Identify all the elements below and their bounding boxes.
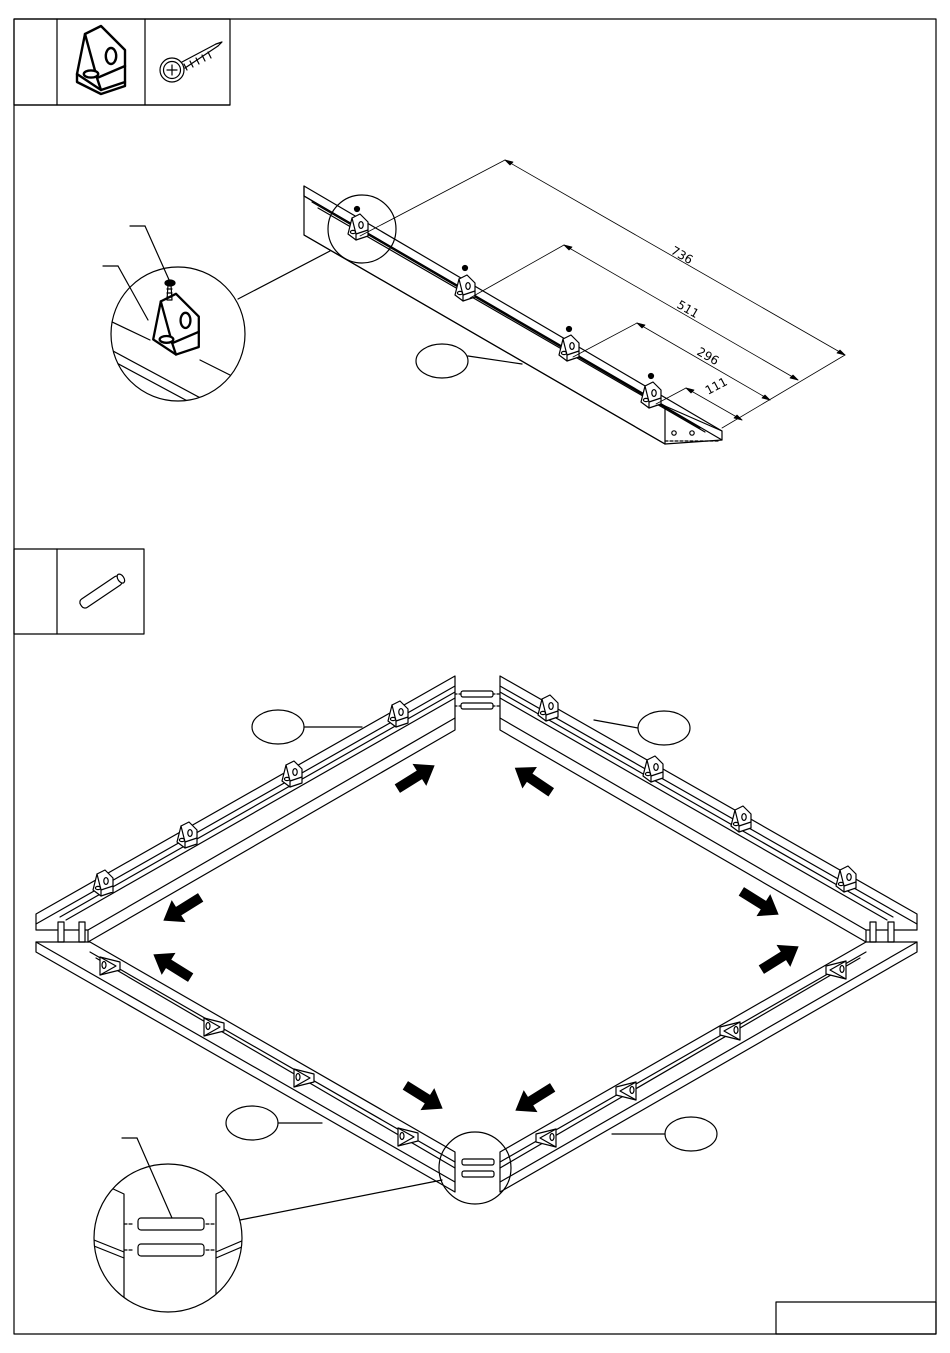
rail-bottom-left — [36, 942, 455, 1192]
part-callout-bubble — [638, 711, 690, 745]
arrow-icon — [507, 757, 558, 803]
arrow-icon — [734, 880, 785, 925]
step1-dimensions — [360, 160, 845, 428]
rail-bottom-right — [500, 942, 917, 1192]
step1-parts-header — [14, 19, 230, 105]
part-callout-bubble — [665, 1117, 717, 1151]
step1-rail — [238, 186, 722, 444]
dimension-511: 511 — [675, 297, 702, 321]
step2-parts-header — [14, 549, 144, 634]
page-frame — [14, 19, 936, 1334]
rail-top-right — [500, 676, 917, 942]
arrow-icon — [156, 886, 207, 931]
dimension-111: 111 — [703, 375, 730, 398]
page-number-box — [776, 1302, 936, 1334]
arrow-icon — [398, 1074, 449, 1119]
arrow-icon — [146, 943, 197, 988]
arrow-icon — [754, 935, 805, 980]
screw-icon — [160, 42, 222, 82]
arrow-icon — [508, 1076, 559, 1121]
part-callout-bubble — [252, 710, 304, 744]
arrow-icon — [390, 754, 441, 799]
part-callout-bubble — [226, 1106, 278, 1140]
dowel-icon — [78, 573, 126, 610]
part-callout-bubble — [416, 344, 468, 378]
dimension-736: 736 — [669, 243, 696, 267]
dowel-detail-magnifier-lens — [94, 1138, 244, 1320]
detail-magnifier-lens — [100, 226, 260, 478]
corner-bracket-icon — [77, 26, 125, 94]
rail-top-left — [36, 676, 455, 942]
